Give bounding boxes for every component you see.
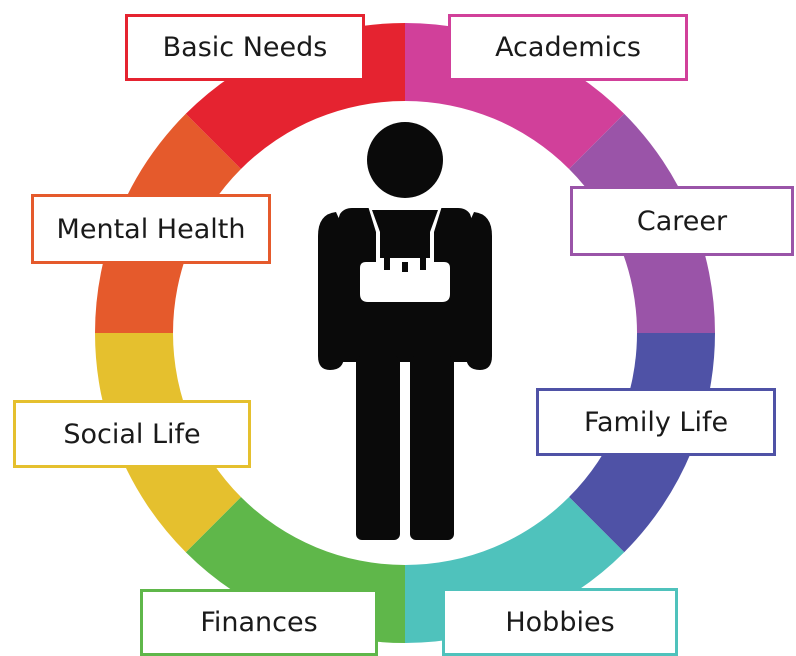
label-career: Career [570, 186, 794, 256]
label-finances: Finances [140, 589, 378, 656]
label-hobbies: Hobbies [442, 588, 678, 656]
student-backpack-icon [318, 122, 492, 540]
label-mental-health: Mental Health [31, 194, 271, 264]
label-academics: Academics [448, 14, 688, 81]
label-basic-needs: Basic Needs [125, 14, 365, 81]
label-social-life: Social Life [13, 400, 251, 468]
label-family-life: Family Life [536, 388, 776, 456]
